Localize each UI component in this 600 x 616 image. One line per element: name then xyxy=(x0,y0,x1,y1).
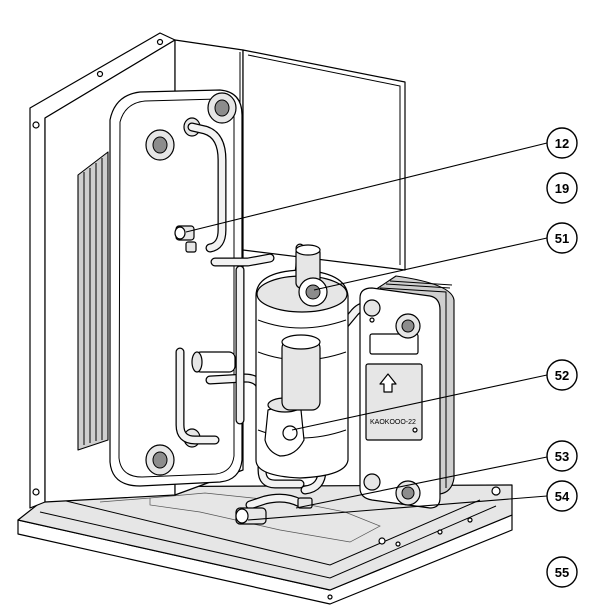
leader-12 xyxy=(185,142,548,233)
bottom-valve xyxy=(235,497,313,525)
service-valve xyxy=(174,225,197,253)
callout-19: 19 xyxy=(546,172,578,204)
callout-label: 53 xyxy=(555,449,569,464)
callout-label: 19 xyxy=(555,181,569,196)
callout-54: 54 xyxy=(546,480,578,512)
leader-51 xyxy=(313,237,548,291)
leader-52 xyxy=(291,374,548,431)
callout-label: 55 xyxy=(555,565,569,580)
callout-12: 12 xyxy=(546,127,578,159)
leader-53 xyxy=(295,456,548,509)
callout-55: 55 xyxy=(546,556,578,588)
callout-53: 53 xyxy=(546,440,578,472)
coil xyxy=(77,151,109,451)
callout-label: 52 xyxy=(555,368,569,383)
plate-heat-exchanger-right: KAOKOOO-22 xyxy=(359,275,455,509)
leader-lines xyxy=(185,142,548,521)
base-tray xyxy=(17,484,513,605)
plate-heat-exchanger-left xyxy=(109,89,243,487)
callout-label: 54 xyxy=(555,489,570,504)
callout-51: 51 xyxy=(546,222,578,254)
filter-drier xyxy=(191,334,321,457)
leader-54 xyxy=(247,495,548,521)
callout-52: 52 xyxy=(546,359,578,391)
callout-label: 12 xyxy=(555,136,569,151)
callout-label: 51 xyxy=(555,231,569,246)
exchanger-marking: KAOKOOO-22 xyxy=(370,419,416,426)
